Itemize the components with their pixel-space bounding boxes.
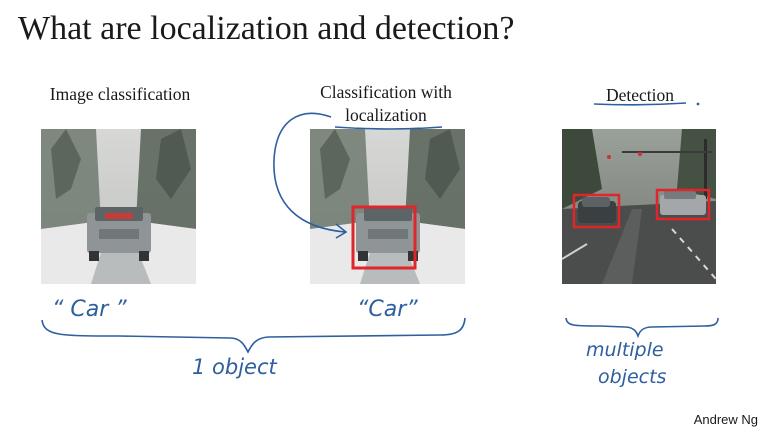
car-photo-classification	[41, 129, 196, 284]
classification-with-heading: Classification with	[320, 82, 452, 102]
handwriting-car-2: “Car”	[357, 297, 418, 322]
detection-box-car-left	[572, 193, 621, 229]
handwriting-multiple: multiple	[586, 339, 664, 361]
car-photo-localization	[310, 129, 465, 284]
one-object-brace	[41, 317, 466, 354]
image-classification-heading: Image classification	[49, 84, 191, 104]
street-photo-detection	[562, 129, 716, 284]
detection-underline	[593, 102, 687, 106]
arrow-head	[335, 223, 348, 239]
handwriting-objects: objects	[598, 366, 667, 388]
handwriting-car-1: “ Car ”	[52, 297, 127, 322]
slide-title: What are localization and detection?	[18, 10, 515, 47]
handwriting-one-object: 1 object	[192, 355, 278, 379]
localization-bounding-box	[351, 205, 417, 270]
author-credit: Andrew Ng	[693, 412, 758, 427]
detection-dot	[696, 102, 700, 106]
multiple-objects-brace	[565, 317, 719, 339]
localization-underline	[334, 126, 443, 130]
detection-box-car-right	[655, 188, 711, 221]
detection-heading: Detection	[605, 85, 675, 105]
localization-arrow	[273, 112, 346, 233]
localization-heading: localization	[345, 105, 427, 125]
